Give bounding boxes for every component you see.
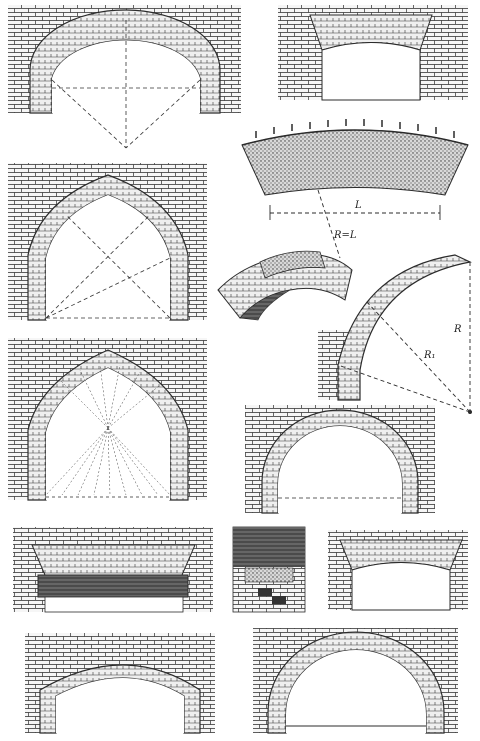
radiating-joints <box>45 364 171 496</box>
curved-beam-figure: L R=L <box>241 119 469 259</box>
outer-radius-label: R <box>453 324 462 335</box>
pointed-arch-figure <box>8 163 207 321</box>
shallow-arch-figure <box>328 530 468 611</box>
span-label: L <box>354 200 362 211</box>
pointed-arch-joints-figure <box>8 338 207 501</box>
flat-arch-figure <box>13 527 213 613</box>
voussoir-block-figure <box>217 250 353 321</box>
large-semicircular-arch-figure <box>253 628 458 734</box>
construction-lines <box>45 214 171 319</box>
radius-line <box>317 189 341 259</box>
section-detail-figure <box>232 526 306 613</box>
construction-lines <box>51 20 201 149</box>
tooth-marks <box>255 119 455 138</box>
quarter-arch-figure: R R₁ <box>318 254 472 414</box>
semicircular-arch-figure <box>245 405 435 514</box>
inner-radius-label: R₁ <box>423 350 436 361</box>
segmental-arch-figure <box>278 5 468 101</box>
low-arch-figure <box>25 633 215 734</box>
radius-label: R=L <box>333 230 357 241</box>
horseshoe-arch-figure <box>8 5 241 149</box>
